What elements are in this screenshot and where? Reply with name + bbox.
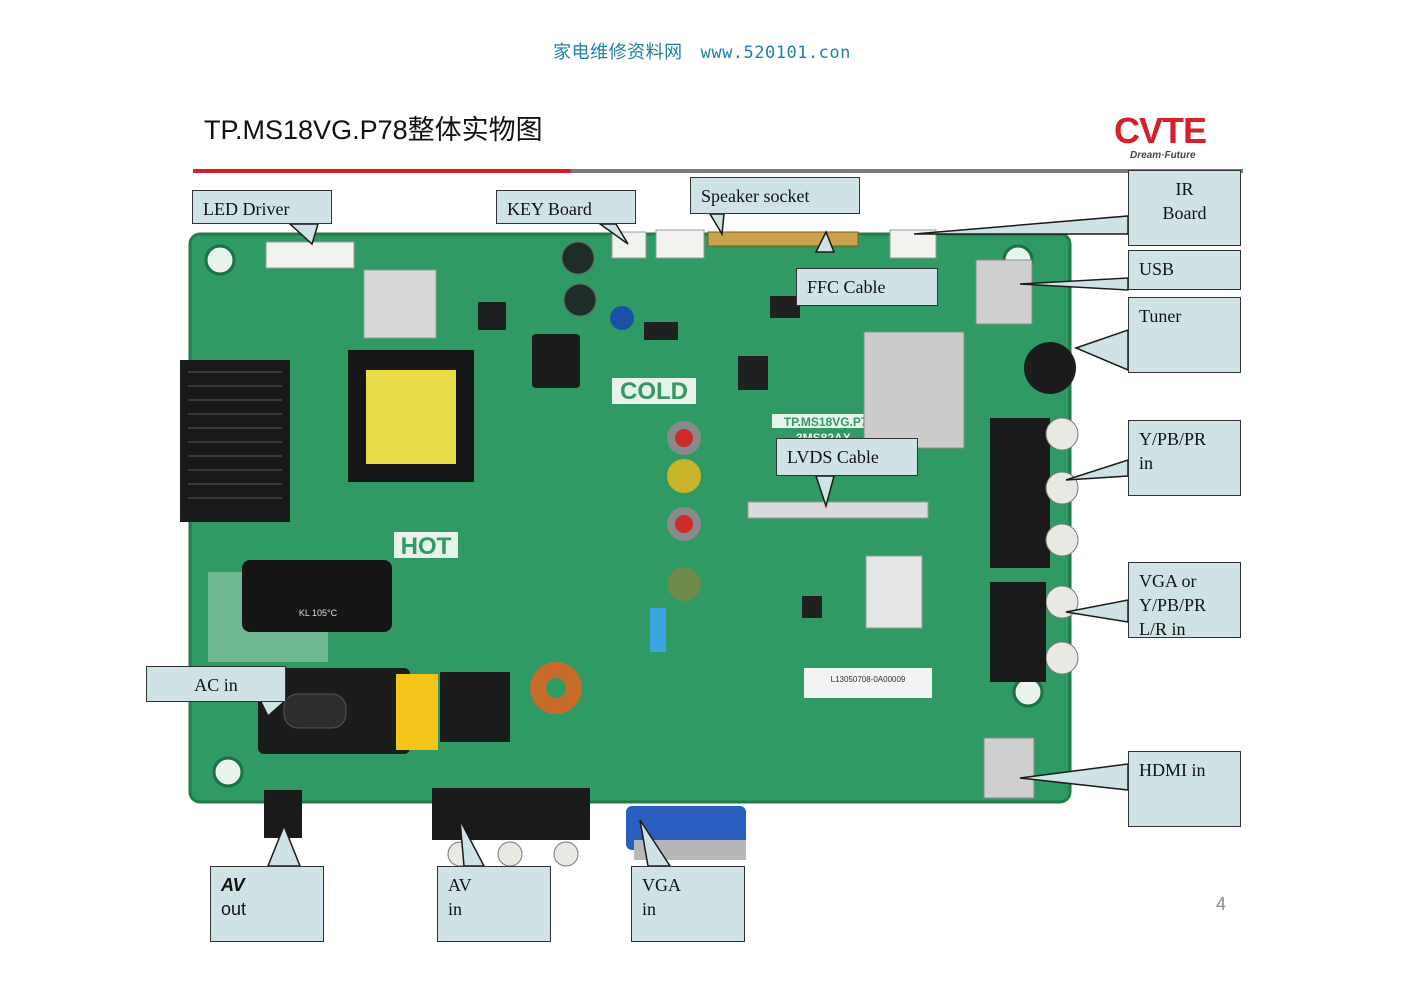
callout-ffc-cable: FFC Cable <box>796 268 938 306</box>
watermark-url: www.520101.con <box>700 43 851 63</box>
callout-speaker-socket: Speaker socket <box>690 177 860 214</box>
watermark-cn: 家电维修资料网 <box>553 42 683 63</box>
capacitor-marking: KL 105°C <box>299 608 338 618</box>
callout-av-in: AV in <box>437 866 551 942</box>
callout-ypbpr-in: Y/PB/PR in <box>1128 420 1241 496</box>
page-number: 4 <box>1216 894 1227 914</box>
cvte-logo: CVTE Dream·Future <box>1114 112 1224 162</box>
pcb-board-image: COLD HOT TP.MS18VG.P78 3MS82AX KL 105°C … <box>180 229 1079 867</box>
model-silk-label: TP.MS18VG.P78 <box>784 415 875 429</box>
page-title: TP.MS18VG.P78整体实物图 <box>204 115 543 145</box>
av-out-label-line1: AV <box>221 875 245 895</box>
callout-vga-in: VGA in <box>631 866 745 942</box>
callout-led-driver: LED Driver <box>192 190 332 224</box>
callout-key-board: KEY Board <box>496 190 636 224</box>
board-sticker: L13050708-0A00009 <box>831 675 906 684</box>
callout-av-out: AV out <box>210 866 324 942</box>
av-out-label-line2: out <box>221 899 247 919</box>
logo-mark: CVTE <box>1114 110 1207 151</box>
site-watermark: 家电维修资料网 www.520101.con <box>0 38 1404 64</box>
title-divider <box>193 169 1243 173</box>
logo-tagline: Dream·Future <box>1130 150 1196 161</box>
cold-silk-label: COLD <box>620 378 688 405</box>
hot-silk-label: HOT <box>401 533 452 560</box>
callout-usb: USB <box>1128 250 1241 290</box>
callout-lvds-cable: LVDS Cable <box>776 438 918 476</box>
callout-tuner: Tuner <box>1128 297 1241 373</box>
callout-ac-in: AC in <box>146 666 286 702</box>
callout-hdmi-in: HDMI in <box>1128 751 1241 827</box>
callout-ir-board: IR Board <box>1128 170 1241 246</box>
callout-vga-or-ypbpr: VGA or Y/PB/PR L/R in <box>1128 562 1241 639</box>
